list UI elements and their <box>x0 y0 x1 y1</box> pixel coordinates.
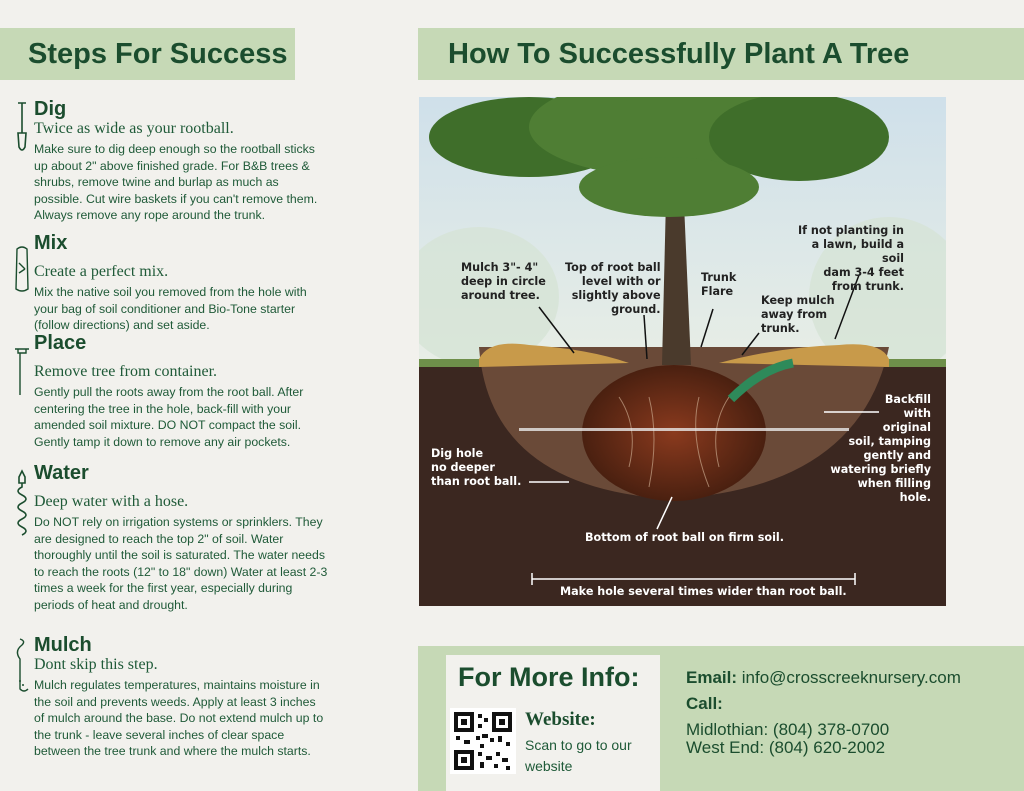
website-label: Website: <box>525 709 596 730</box>
step-body: Mulch regulates temperatures, maintains … <box>34 678 324 759</box>
hose-icon <box>17 469 27 536</box>
step-title: Water <box>34 462 89 484</box>
step-subtitle: Dont skip this step. <box>34 656 158 673</box>
right-header: How To Successfully Plant A Tree <box>418 28 1024 80</box>
step-place: Place Remove tree from container. Gently… <box>15 332 329 450</box>
step-body: Mix the native soil you removed from the… <box>34 285 307 333</box>
email-line: Email: info@crosscreeknursery.com <box>686 668 961 688</box>
call-label: Call: <box>686 694 723 713</box>
step-subtitle: Deep water with a hose. <box>34 493 189 510</box>
phone-west-end[interactable]: West End: (804) 620-2002 <box>686 738 886 757</box>
shovel-icon <box>17 102 27 151</box>
label-wider: Make hole several times wider than root … <box>560 585 847 598</box>
soil-bag-icon <box>15 246 29 292</box>
step-title: Dig <box>34 98 67 120</box>
step-body: Do NOT rely on irrigation systems or spr… <box>34 515 328 612</box>
left-header: Steps For Success <box>0 28 295 80</box>
step-subtitle: Remove tree from container. <box>34 363 218 380</box>
step-subtitle: Twice as wide as your rootball. <box>34 120 234 137</box>
container-icon <box>15 348 29 395</box>
tree-diagram <box>419 97 946 606</box>
step-dig: Dig Twice as wide as your rootball. Make… <box>17 98 329 224</box>
step-title: Place <box>34 332 87 354</box>
mulch-bag-icon <box>16 638 29 692</box>
phone-midlothian[interactable]: Midlothian: (804) 378-0700 <box>686 720 890 739</box>
label-bottom: Bottom of root ball on firm soil. <box>585 531 785 544</box>
qr-code-icon[interactable] <box>450 708 516 774</box>
step-body: Make sure to dig deep enough so the root… <box>34 142 318 223</box>
step-mix: Mix Create a perfect mix. Mix the native… <box>15 232 329 334</box>
email-label: Email: <box>686 668 738 687</box>
website-description: Scan to go to our website <box>525 737 632 774</box>
step-body: Gently pull the roots away from the root… <box>34 385 304 449</box>
step-mulch: Mulch Dont skip this step. Mulch regulat… <box>16 634 329 760</box>
info-title: For More Info: <box>458 662 640 692</box>
step-title: Mulch <box>34 634 92 656</box>
step-subtitle: Create a perfect mix. <box>34 263 169 280</box>
email-link[interactable]: info@crosscreeknursery.com <box>741 668 961 687</box>
step-title: Mix <box>34 232 68 254</box>
step-water: Water Deep water with a hose. Do NOT rel… <box>17 462 329 614</box>
